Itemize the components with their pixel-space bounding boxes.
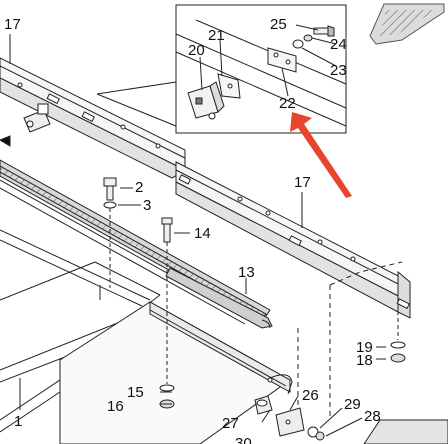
callout-ticks: [9, 24, 386, 437]
bottom-fittings: [254, 395, 448, 444]
callout-19: 19: [356, 339, 373, 356]
lower-rail-holes: [178, 174, 410, 310]
front-rail: [0, 301, 293, 444]
part-13-strip: [165, 267, 273, 329]
callout-14: 14: [194, 225, 211, 242]
small-bracket: [0, 103, 51, 147]
callout-20: 20: [188, 42, 205, 59]
detail-leaders: [96, 81, 177, 127]
callout-17-lower: 17: [294, 174, 311, 191]
callout-27: 27: [222, 415, 239, 432]
callout-3: 3: [143, 197, 152, 214]
callout-21: 21: [208, 27, 225, 44]
fastener-parts-18-19: [390, 276, 406, 363]
callout-18: 18: [356, 352, 373, 369]
gray-direction-arrow-icon: [369, 3, 445, 45]
callout-28: 28: [364, 408, 381, 425]
red-pointer-arrow-icon: [290, 112, 352, 198]
callout-29: 29: [344, 396, 361, 413]
callout-2: 2: [135, 179, 144, 196]
callout-22: 22: [279, 95, 296, 112]
callout-15: 15: [127, 384, 144, 401]
assembly-leaders: [297, 261, 403, 420]
callout-30: 30: [235, 435, 252, 444]
bolt-part-2: [103, 177, 117, 288]
hatched-strip: [0, 159, 271, 325]
callout-16: 16: [107, 398, 124, 415]
callout-23: 23: [330, 62, 347, 79]
callout-25: 25: [270, 16, 287, 33]
callout-13: 13: [238, 264, 255, 281]
callout-26: 26: [302, 387, 319, 404]
upper-rail: [0, 57, 187, 179]
callout-24: 24: [330, 36, 347, 53]
callout-17-upper: 17: [4, 16, 21, 33]
callout-1: 1: [14, 413, 23, 430]
upper-rail-holes: [17, 82, 161, 149]
detail-inset: [175, 4, 347, 134]
